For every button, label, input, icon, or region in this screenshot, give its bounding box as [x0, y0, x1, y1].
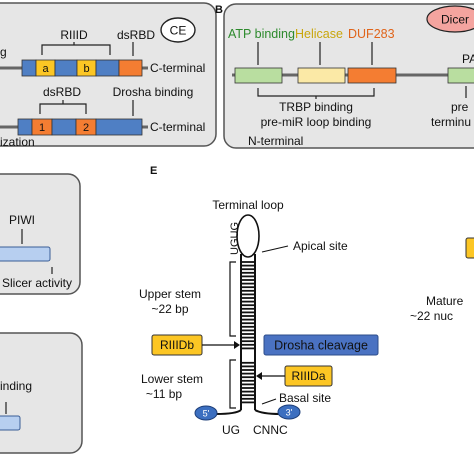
panel-a: CE RIIID dsRBD g a b C-terminal dsRBD Dr… — [0, 2, 217, 149]
rnase-domain-b-label: b — [83, 63, 89, 75]
terminal-loop — [236, 214, 260, 258]
cnnc-label: CNNC — [253, 423, 288, 437]
panel-b: B Dicer ATP binding Helicase DUF283 PA T… — [215, 3, 474, 149]
ce-badge — [160, 17, 196, 43]
left-fragment-top: g — [0, 45, 7, 59]
blue-domain-5 — [51, 118, 77, 136]
basal-site-label: Basal site — [279, 391, 331, 405]
c-terminal-top: C-terminal — [150, 61, 205, 75]
c-terminal-bottom: C-terminal — [150, 120, 205, 134]
upper-stem-bracket — [229, 261, 236, 337]
blue-domain-6 — [95, 118, 143, 136]
helicase-domain — [297, 67, 346, 84]
drosha-cleavage-label: Drosha cleavage — [274, 339, 368, 353]
nuc-fragment: ~22 nuc — [410, 309, 453, 323]
terminu-fragment: terminu — [431, 115, 471, 129]
apical-site-label: Apical site — [293, 239, 348, 253]
dicer-badge — [426, 5, 474, 33]
panel-c-background — [0, 173, 81, 295]
upper-stem-label: Upper stem — [139, 287, 201, 301]
panel-b-letter: B — [215, 4, 223, 16]
panel-d-background — [0, 332, 83, 454]
rnase-domain-label: RIIID — [60, 28, 88, 42]
pre-fragment: pre — [451, 100, 469, 114]
riiida-label: RIIIDa — [291, 369, 325, 383]
panel-e-letter: E — [150, 165, 157, 177]
dsrbd-domain-2-label: 2 — [83, 122, 89, 134]
paz-domain — [447, 67, 474, 84]
duf283-label: DUF283 — [348, 27, 395, 41]
five-prime-strand — [215, 409, 242, 415]
panel-d: inding — [0, 332, 83, 454]
blue-domain-4 — [17, 118, 33, 136]
ce-badge-label: CE — [170, 24, 187, 38]
atp-binding-label: ATP binding — [228, 27, 295, 41]
helicase-label: Helicase — [295, 27, 343, 41]
five-prime-label: 5' — [203, 409, 210, 419]
upper-stem-length: ~22 bp — [151, 302, 188, 316]
apical-site-pointer — [261, 245, 289, 253]
riiida-arrowhead — [256, 372, 262, 380]
dsrbd-domain-top — [118, 59, 143, 77]
dsrbd-label-top: dsRBD — [117, 28, 155, 42]
basal-site-pointer — [261, 398, 277, 405]
panel-e: E Terminal loop UGUG 5' 3' UG CNNC Apica… — [139, 165, 474, 437]
loop-binding-label: pre-miR loop binding — [261, 115, 372, 129]
right-yellow-tag-fragment — [465, 237, 474, 259]
mature-fragment: Mature — [426, 294, 464, 308]
left-fragment-bottom: ization — [0, 135, 35, 149]
panel-c: PIWI Slicer activity — [0, 173, 81, 295]
slicer-activity-label: Slicer activity — [2, 276, 72, 290]
stem-base-pairs — [241, 261, 255, 404]
lower-stem-bracket — [229, 359, 236, 409]
dsrbd-domain-1-label: 1 — [39, 122, 45, 134]
duf283-domain — [347, 67, 397, 84]
binding-fragment: inding — [0, 379, 32, 393]
three-prime-end — [277, 404, 301, 420]
pa-fragment: PA — [462, 52, 474, 66]
lower-stem-length: ~11 bp — [146, 387, 182, 401]
atp-binding-domain — [234, 67, 283, 84]
drosha-cleavage-box — [263, 334, 379, 356]
rnase-bracket — [41, 44, 111, 55]
drosha-binding-label: Drosha binding — [113, 85, 194, 99]
piwi-label: PIWI — [9, 213, 35, 227]
blue-domain-3 — [95, 59, 120, 77]
riiidb-arrowhead — [234, 341, 240, 349]
n-terminal-label: N-terminal — [248, 134, 303, 148]
piwi-domain — [0, 246, 51, 262]
rnase-domain-a-label: a — [42, 63, 49, 75]
dicer-badge-label: Dicer — [441, 13, 469, 27]
riiidb-label: RIIIDb — [160, 338, 194, 352]
three-prime-label: 3' — [286, 408, 293, 418]
ugug-label: UGUG — [229, 222, 241, 255]
blue-domain-1 — [21, 59, 37, 77]
ug-label: UG — [222, 423, 240, 437]
lower-stem-label: Lower stem — [141, 372, 203, 386]
dsrbd-label-bottom: dsRBD — [43, 85, 81, 99]
trbp-binding-label: TRBP binding — [279, 100, 353, 114]
three-prime-strand — [254, 409, 281, 415]
five-prime-end — [194, 405, 218, 421]
panel-d-domain — [0, 415, 21, 431]
blue-domain-2 — [54, 59, 78, 77]
terminal-loop-label: Terminal loop — [212, 198, 284, 212]
